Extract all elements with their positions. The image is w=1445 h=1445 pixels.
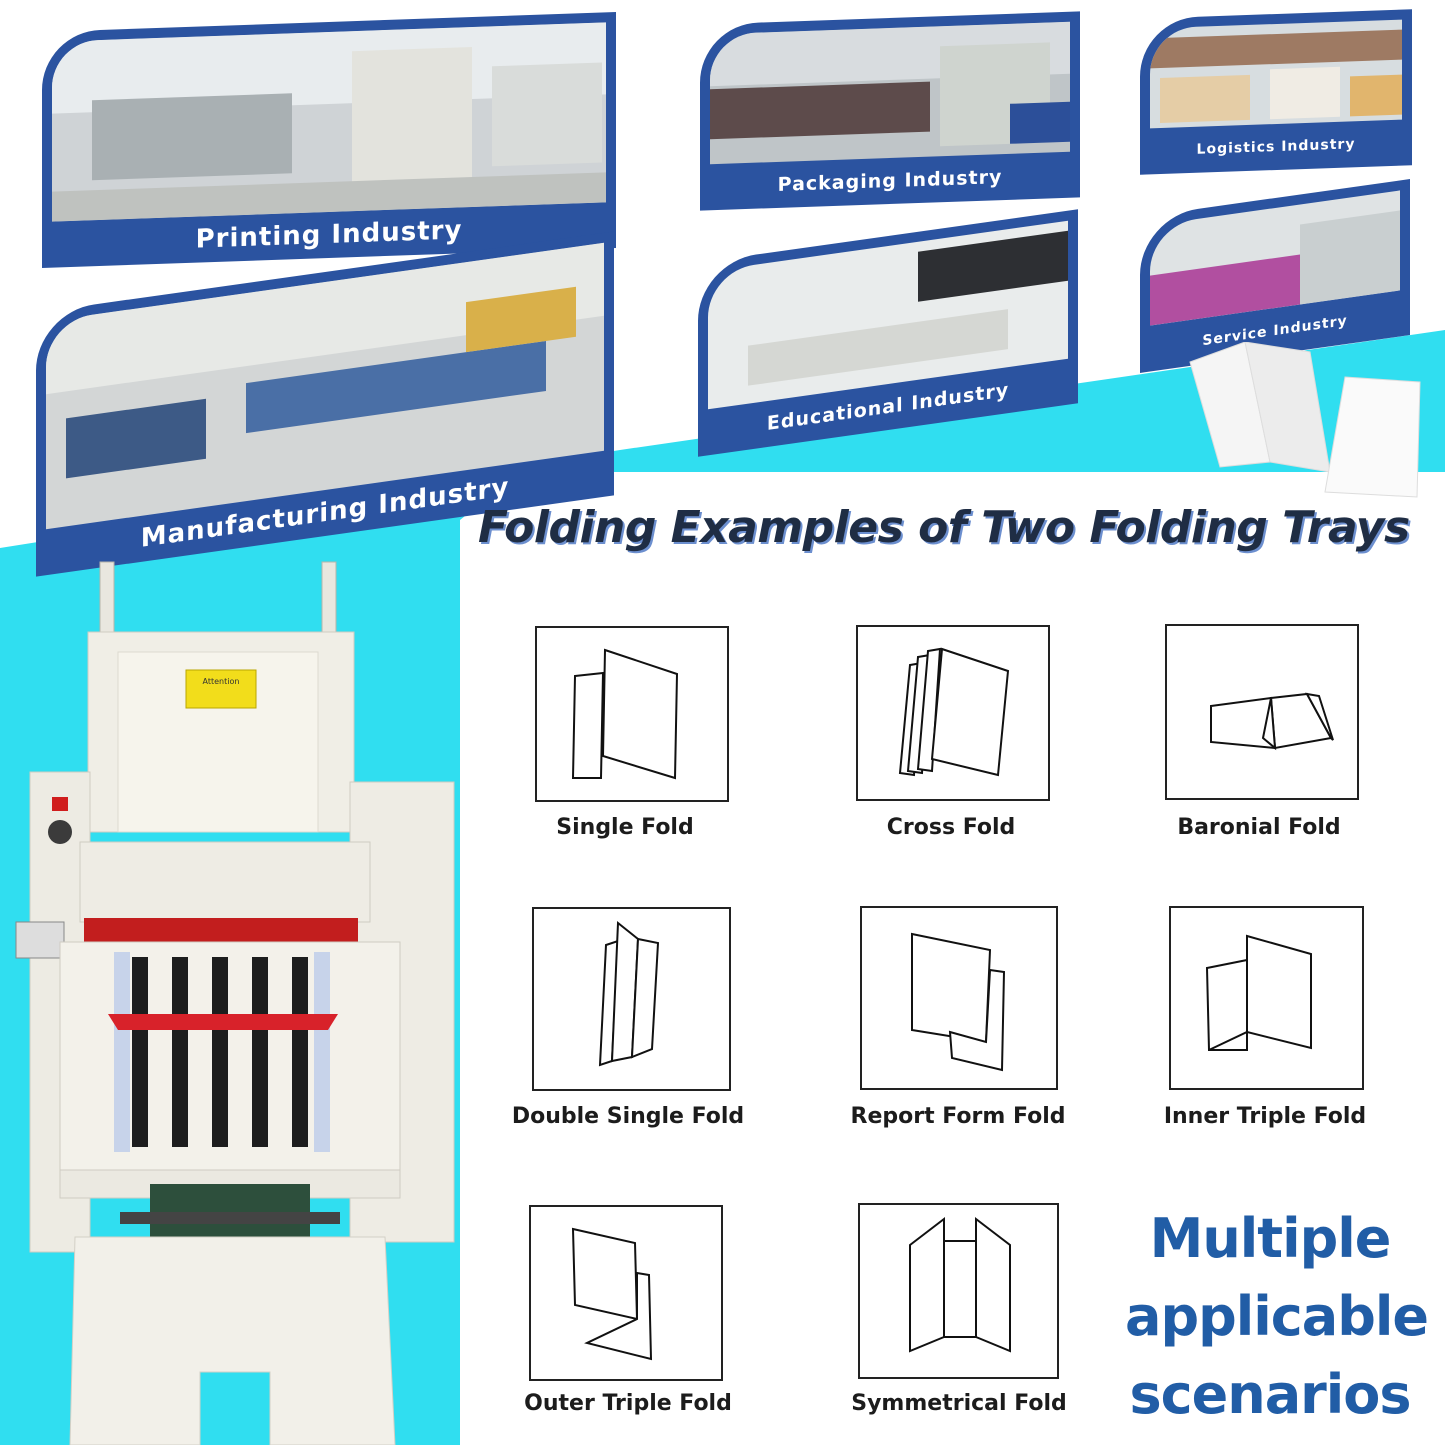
fold-label: Symmetrical Fold bbox=[851, 1391, 1067, 1416]
fold-label: Outer Triple Fold bbox=[524, 1391, 732, 1416]
fold-card-cross bbox=[856, 625, 1050, 801]
folding-machine-illustration: Attention bbox=[15, 561, 455, 1445]
report-form-fold-icon bbox=[911, 932, 1006, 1072]
single-fold-icon bbox=[571, 648, 679, 780]
logistics-photo bbox=[1150, 19, 1402, 129]
industry-label: Logistics Industry bbox=[1196, 136, 1356, 158]
warning-label: Attention bbox=[203, 677, 240, 686]
inner-triple-fold-icon bbox=[1205, 934, 1312, 1051]
fold-card-outer-triple bbox=[529, 1205, 723, 1381]
fold-label: Report Form Fold bbox=[850, 1104, 1066, 1129]
tagline-line: scenarios bbox=[1129, 1363, 1411, 1426]
fold-label: Cross Fold bbox=[886, 815, 1016, 840]
tagline-line: applicable bbox=[1125, 1285, 1429, 1348]
fold-card-single bbox=[535, 626, 729, 802]
fold-label: Inner Triple Fold bbox=[1163, 1104, 1367, 1129]
page-heading: Folding Examples of Two Folding Trays bbox=[478, 502, 1410, 553]
fold-label: Double Single Fold bbox=[511, 1104, 745, 1129]
tagline: Multiple applicable scenarios bbox=[1125, 1200, 1429, 1434]
cross-fold-icon bbox=[898, 647, 1010, 777]
outer-triple-fold-icon bbox=[571, 1227, 653, 1361]
packaging-photo bbox=[710, 21, 1070, 165]
industry-panel-packaging: Packaging Industry bbox=[700, 11, 1080, 211]
industry-panel-printing: Printing Industry bbox=[42, 11, 616, 269]
fold-label: Single Fold bbox=[556, 815, 694, 840]
fold-card-baronial bbox=[1165, 624, 1359, 800]
industry-panel-logistics: Logistics Industry bbox=[1140, 9, 1412, 175]
tagline-line: Multiple bbox=[1149, 1207, 1392, 1270]
double-single-fold-icon bbox=[598, 920, 660, 1067]
paper-sheets-illustration bbox=[1189, 342, 1421, 498]
fold-card-inner-triple bbox=[1169, 906, 1364, 1090]
printing-photo bbox=[52, 22, 606, 222]
fold-card-report-form bbox=[860, 906, 1058, 1090]
fold-card-symmetrical bbox=[858, 1203, 1059, 1379]
symmetrical-fold-icon bbox=[909, 1216, 1011, 1353]
baronial-fold-icon bbox=[1210, 692, 1334, 751]
fold-label: Baronial Fold bbox=[1177, 815, 1341, 840]
fold-card-double-single bbox=[532, 907, 731, 1091]
